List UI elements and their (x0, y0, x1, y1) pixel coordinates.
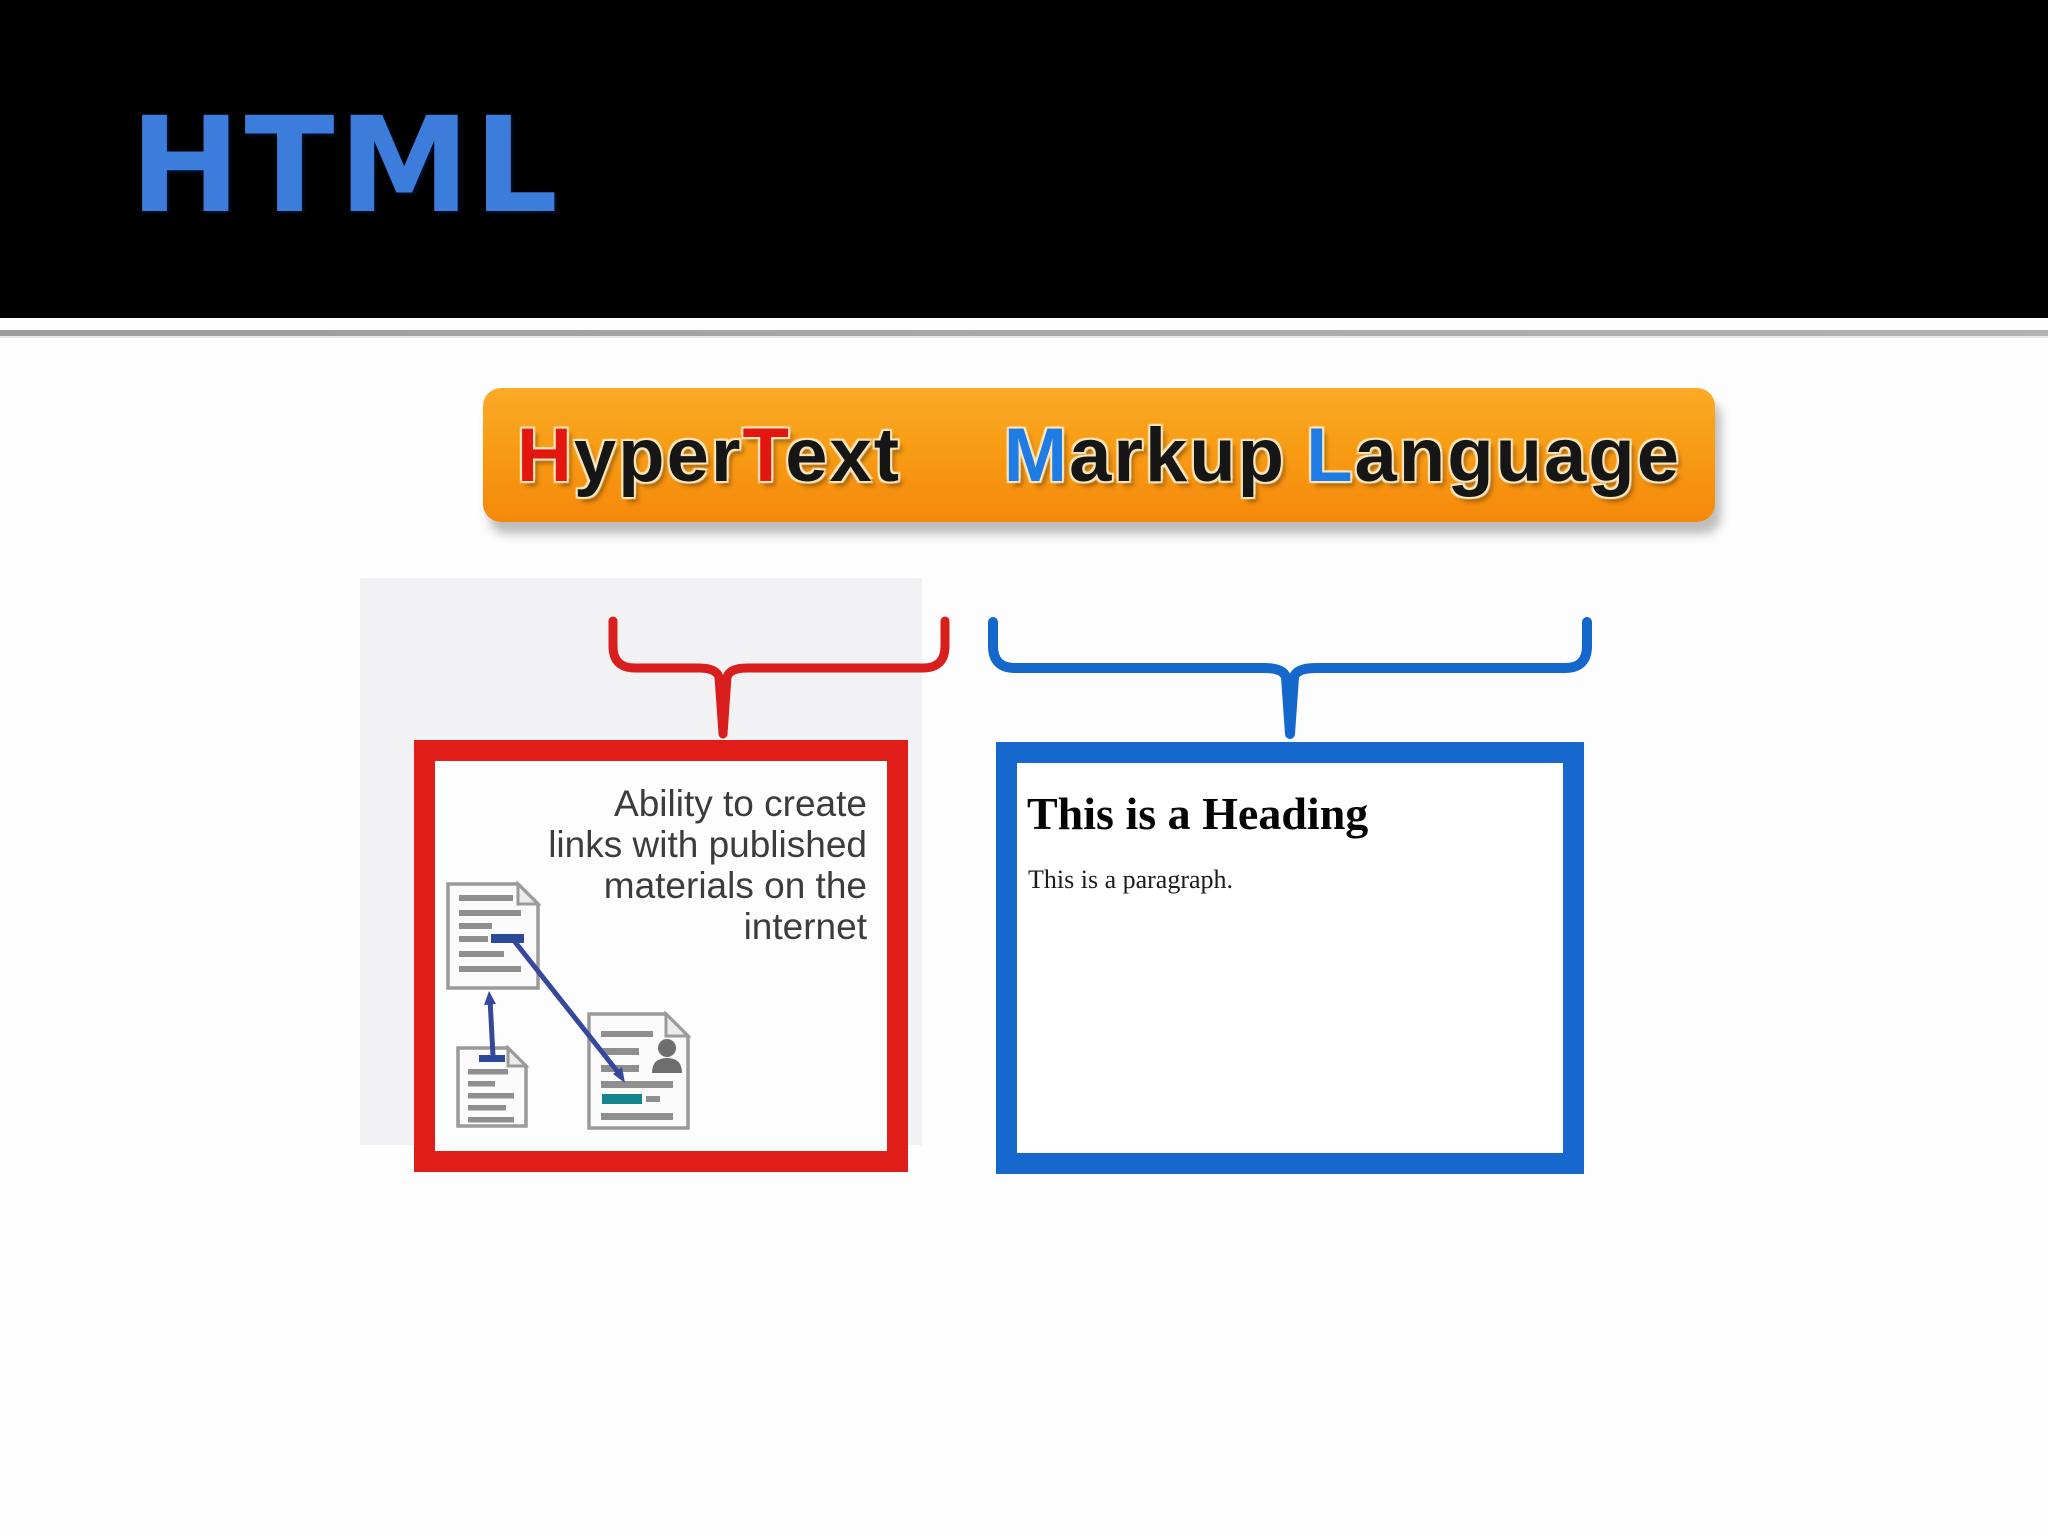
document-icon (446, 880, 542, 990)
sample-heading: This is a Heading (1027, 788, 1369, 839)
document-with-person-icon (587, 1010, 692, 1130)
banner-letters-yper: yper (573, 412, 743, 498)
sample-paragraph: This is a paragraph. (1028, 865, 1234, 894)
banner-letter-h: H (517, 412, 574, 498)
banner-letter-l: L (1306, 412, 1355, 498)
banner-letter-m: M (1003, 412, 1070, 498)
banner-letters-anguage: anguage (1354, 412, 1681, 498)
banner-letters-ext: ext (785, 412, 902, 498)
hypertext-line-3: materials on the (603, 865, 867, 906)
person-icon (652, 1039, 682, 1073)
hypertext-description: Ability to create links with published m… (447, 783, 867, 947)
hypertext-box: Ability to create links with published m… (414, 740, 908, 1172)
hyperlink-highlight (491, 934, 524, 943)
markup-box: This is a Heading This is a paragraph. (996, 742, 1584, 1174)
teal-link-highlight (602, 1094, 642, 1104)
link-arrow-icon (513, 940, 625, 1083)
banner-letters-arkup: arkup (1069, 412, 1287, 498)
header-band: HTML (0, 0, 2048, 318)
hypertext-line-1: Ability to create (614, 783, 867, 824)
banner-letter-t: T (742, 412, 786, 498)
linked-documents-illustration (446, 880, 692, 1130)
blue-underbrace-icon (988, 617, 1592, 739)
link-arrow-icon (484, 991, 496, 1057)
page-title: HTML (130, 89, 562, 243)
hyperlink-highlight (479, 1055, 505, 1062)
hypertext-line-2: links with published (548, 824, 867, 865)
header-divider-line (0, 330, 2048, 338)
document-icon (456, 1044, 530, 1128)
hypertext-line-4: internet (743, 906, 867, 947)
banner-word-hypertext: HyperText (517, 412, 901, 499)
